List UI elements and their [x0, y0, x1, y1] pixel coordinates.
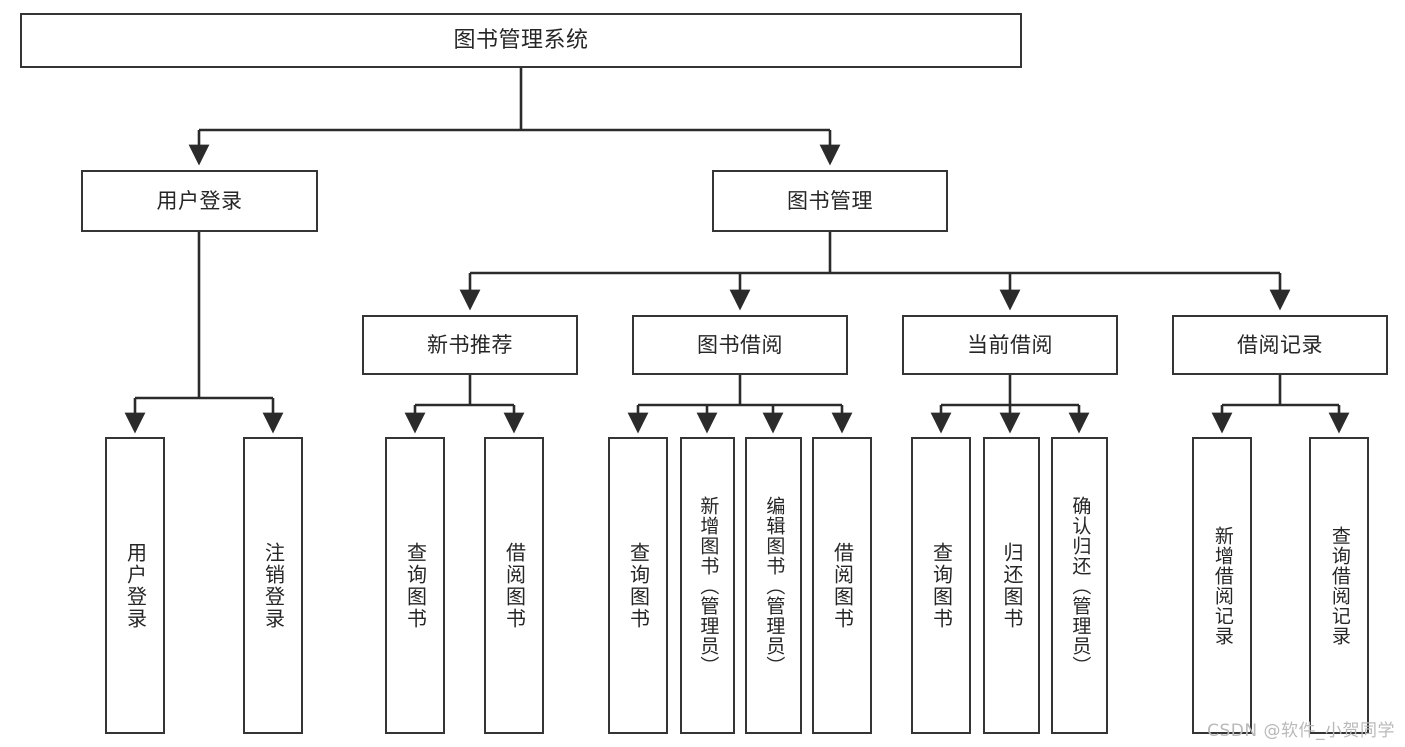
leaf-confirm-return-admin[interactable]: 确认归还（管理员）: [1051, 437, 1108, 734]
node-book-borrow-label: 图书借阅: [697, 332, 783, 357]
leaf-confirm-return-admin-label: 确认归还（管理员）: [1069, 495, 1092, 676]
node-root[interactable]: 图书管理系统: [20, 13, 1022, 68]
leaf-return-book-label: 归还图书: [1000, 541, 1024, 630]
leaf-borrow-book[interactable]: 借阅图书: [812, 437, 872, 734]
leaf-add-borrow-record[interactable]: 新增借阅记录: [1192, 437, 1252, 734]
node-book-borrow[interactable]: 图书借阅: [632, 315, 848, 375]
leaf-user-login[interactable]: 用户登录: [105, 437, 165, 734]
leaf-return-book[interactable]: 归还图书: [983, 437, 1040, 734]
leaf-add-borrow-record-label: 新增借阅记录: [1211, 525, 1234, 646]
csdn-watermark: CSDN @软件_小贺同学: [1207, 721, 1395, 741]
leaf-query-books-recommend-label: 查询图书: [403, 541, 428, 630]
leaf-user-login-label: 用户登录: [123, 541, 148, 630]
leaf-query-books-current[interactable]: 查询图书: [911, 437, 971, 734]
node-root-label: 图书管理系统: [453, 27, 589, 53]
node-new-book-recommend[interactable]: 新书推荐: [362, 315, 578, 375]
leaf-borrow-book-label: 借阅图书: [830, 541, 855, 630]
leaf-add-book-admin[interactable]: 新增图书（管理员）: [680, 437, 735, 734]
node-user-login-label: 用户登录: [156, 188, 243, 213]
node-borrow-records[interactable]: 借阅记录: [1172, 315, 1388, 375]
leaf-query-borrow-record[interactable]: 查询借阅记录: [1309, 437, 1369, 734]
node-user-login[interactable]: 用户登录: [81, 170, 318, 232]
leaf-query-borrow-record-label: 查询借阅记录: [1328, 525, 1351, 646]
leaf-borrow-books-recommend[interactable]: 借阅图书: [484, 437, 544, 734]
leaf-edit-book-admin[interactable]: 编辑图书（管理员）: [745, 437, 802, 734]
leaf-logout-label: 注销登录: [261, 541, 286, 630]
leaf-query-books-borrow-label: 查询图书: [626, 541, 651, 630]
node-borrow-records-label: 借阅记录: [1237, 332, 1323, 357]
leaf-query-books-recommend[interactable]: 查询图书: [385, 437, 445, 734]
leaf-query-books-current-label: 查询图书: [929, 541, 954, 630]
node-book-management-label: 图书管理: [787, 188, 873, 213]
leaf-query-books-borrow[interactable]: 查询图书: [608, 437, 668, 734]
leaf-add-book-admin-label: 新增图书（管理员）: [697, 495, 720, 676]
node-book-management[interactable]: 图书管理: [712, 170, 948, 232]
leaf-logout[interactable]: 注销登录: [243, 437, 303, 734]
node-new-book-recommend-label: 新书推荐: [427, 332, 513, 357]
node-current-borrow-label: 当前借阅: [967, 332, 1053, 357]
node-current-borrow[interactable]: 当前借阅: [902, 315, 1118, 375]
leaf-edit-book-admin-label: 编辑图书（管理员）: [763, 495, 786, 676]
leaf-borrow-books-recommend-label: 借阅图书: [502, 541, 527, 630]
